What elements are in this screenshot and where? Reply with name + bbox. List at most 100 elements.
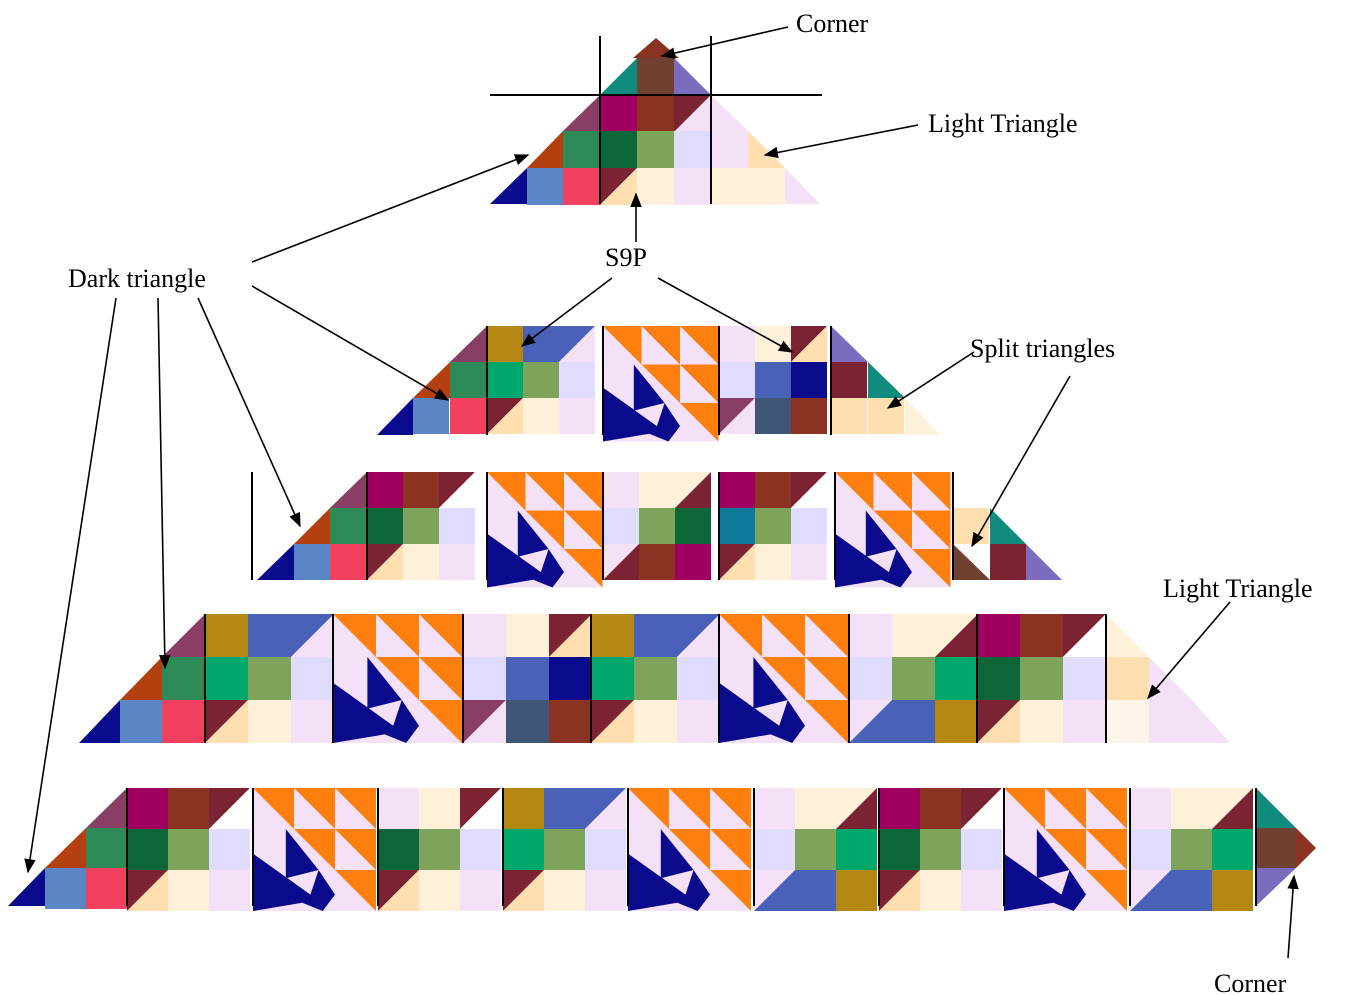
patch bbox=[403, 472, 439, 508]
arrow bbox=[1147, 601, 1231, 700]
patch bbox=[523, 362, 559, 398]
corner-top-label: Corner bbox=[796, 9, 869, 38]
half-patch bbox=[585, 788, 626, 829]
half-patch bbox=[1063, 614, 1106, 657]
patch bbox=[892, 614, 935, 657]
patch bbox=[506, 657, 549, 700]
patch bbox=[719, 362, 755, 398]
patch bbox=[450, 398, 486, 434]
patch bbox=[419, 829, 460, 870]
navy-shape bbox=[865, 510, 897, 557]
orange-triangle bbox=[525, 510, 564, 549]
patch bbox=[463, 614, 506, 657]
patch bbox=[248, 700, 291, 743]
orange-triangle bbox=[835, 472, 874, 511]
patch bbox=[791, 508, 827, 544]
navy-shape bbox=[753, 657, 788, 709]
half-patch bbox=[677, 614, 720, 657]
patch bbox=[168, 829, 209, 870]
patch bbox=[460, 829, 501, 870]
patch bbox=[1212, 829, 1253, 870]
orange-triangle bbox=[628, 788, 669, 829]
patch bbox=[1212, 870, 1253, 911]
orange-triangle bbox=[641, 364, 680, 403]
patch bbox=[674, 168, 711, 205]
patch bbox=[439, 508, 475, 544]
patch bbox=[1106, 657, 1149, 700]
patch bbox=[585, 870, 626, 911]
patch bbox=[591, 614, 634, 657]
split-triangle bbox=[1256, 788, 1296, 828]
patch bbox=[248, 657, 291, 700]
patch bbox=[600, 131, 637, 168]
patch bbox=[527, 168, 564, 205]
half-patch bbox=[675, 472, 711, 508]
half-patch bbox=[503, 870, 544, 911]
patch bbox=[600, 95, 637, 132]
split-triangle bbox=[1256, 868, 1296, 906]
navy-shape bbox=[628, 853, 710, 911]
patch bbox=[719, 326, 755, 362]
arrow bbox=[657, 277, 794, 353]
orange-triangle bbox=[525, 472, 564, 511]
patch bbox=[961, 870, 1002, 911]
patch bbox=[1020, 700, 1063, 743]
patch bbox=[367, 472, 403, 508]
patch bbox=[563, 168, 600, 205]
patch bbox=[755, 472, 791, 508]
patch bbox=[719, 472, 755, 508]
orange-triangle bbox=[719, 614, 762, 657]
patch bbox=[413, 398, 449, 434]
patch bbox=[403, 508, 439, 544]
dark-triangle bbox=[377, 398, 413, 435]
patch bbox=[791, 398, 827, 434]
split-triangle bbox=[953, 544, 990, 580]
orange-triangle bbox=[487, 472, 526, 511]
navy-shape bbox=[517, 510, 549, 557]
orange-triangle bbox=[564, 472, 603, 511]
patch bbox=[549, 700, 592, 743]
patch bbox=[675, 508, 711, 544]
half-patch bbox=[367, 544, 403, 580]
patch bbox=[1171, 788, 1212, 829]
patch bbox=[503, 788, 544, 829]
dark-triangle bbox=[45, 828, 86, 868]
half-patch bbox=[460, 788, 501, 829]
patch bbox=[168, 870, 209, 911]
patch bbox=[791, 544, 827, 580]
orange-triangle bbox=[564, 549, 603, 588]
patch bbox=[879, 829, 920, 870]
patch bbox=[1106, 700, 1149, 743]
light-triangle bbox=[905, 398, 940, 435]
light-triangle bbox=[1106, 614, 1149, 657]
patch bbox=[795, 829, 836, 870]
split-triangle bbox=[868, 362, 905, 398]
patch bbox=[439, 544, 475, 580]
corner-triangle bbox=[1296, 828, 1316, 868]
half-patch bbox=[719, 544, 755, 580]
patch bbox=[1171, 829, 1212, 870]
navy-shape bbox=[633, 364, 665, 411]
half-patch bbox=[754, 870, 795, 911]
orange-triangle bbox=[680, 326, 719, 365]
corner-bottom-label: Corner bbox=[1214, 969, 1287, 995]
dark-triangle bbox=[490, 168, 527, 204]
patch bbox=[1063, 700, 1106, 743]
patch bbox=[791, 362, 827, 398]
patch bbox=[892, 657, 935, 700]
orange-triangle bbox=[762, 657, 805, 700]
patch bbox=[977, 614, 1020, 657]
orange-triangle bbox=[333, 614, 376, 657]
patch bbox=[460, 870, 501, 911]
patch bbox=[755, 544, 791, 580]
half-patch bbox=[127, 870, 168, 911]
patch bbox=[506, 700, 549, 743]
patch bbox=[634, 614, 677, 657]
orange-triangle bbox=[1086, 788, 1127, 829]
orange-triangle bbox=[710, 829, 751, 870]
half-patch bbox=[549, 614, 592, 657]
orange-triangle bbox=[669, 788, 710, 829]
navy-shape bbox=[719, 682, 805, 743]
navy-shape bbox=[1004, 853, 1086, 911]
patch bbox=[711, 168, 748, 205]
